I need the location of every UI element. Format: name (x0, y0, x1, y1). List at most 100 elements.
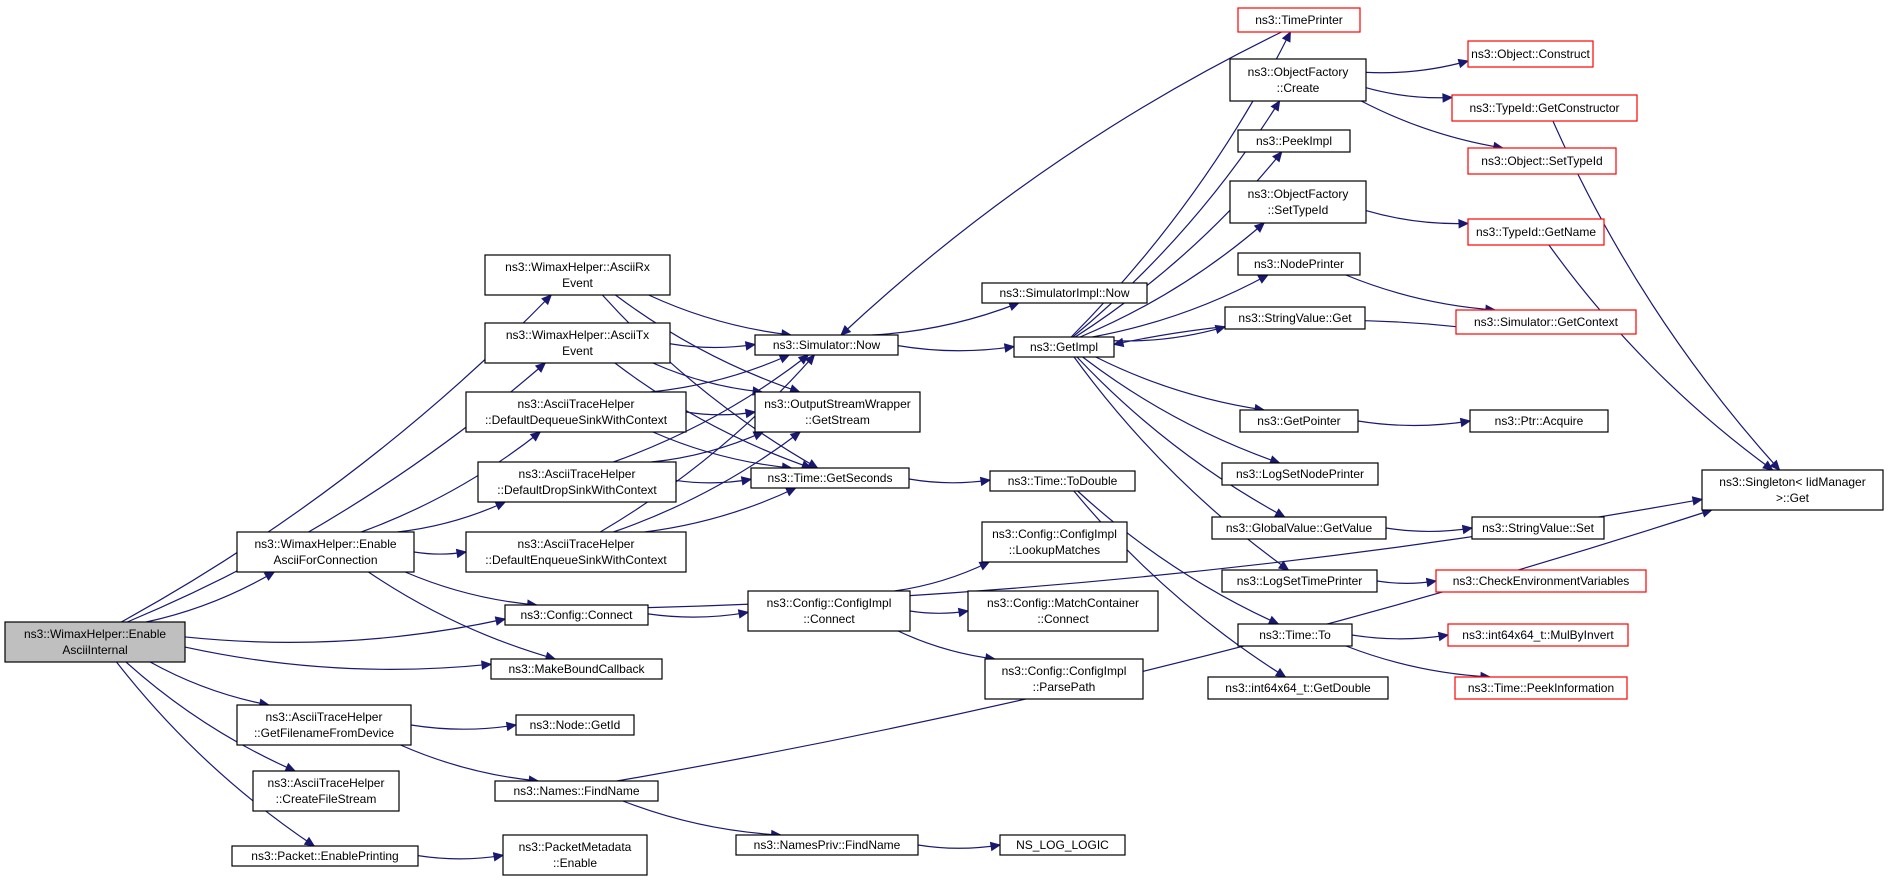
node-mcconnect[interactable]: ns3::Config::MatchContainer::Connect (967, 590, 1159, 632)
node-label: ns3::Node::GetId (530, 718, 621, 732)
arrowhead-icon (1270, 99, 1281, 112)
node-ofsettype[interactable]: ns3::ObjectFactory::SetTypeId (1229, 180, 1367, 224)
arrowhead-icon (1274, 667, 1287, 678)
node-metaenable[interactable]: ns3::PacketMetadata::Enable (502, 834, 648, 876)
node-getpointer[interactable]: ns3::GetPointer (1239, 409, 1359, 433)
node-findname[interactable]: ns3::Names::FindName (494, 780, 659, 802)
node-timeto[interactable]: ns3::Time::To (1237, 623, 1353, 647)
edge-line (1082, 356, 1280, 464)
node-objsettype[interactable]: ns3::Object::SetTypeId (1467, 147, 1617, 175)
node-label: ::Connect (1037, 612, 1089, 626)
node-connect[interactable]: ns3::Config::Connect (504, 604, 649, 626)
edge-line (599, 354, 815, 533)
call-edge-connect-to-implconnect (647, 609, 750, 619)
node-label: ns3::AsciiTraceHelper (266, 710, 383, 724)
arrowhead-icon (534, 362, 547, 373)
node-peekinfo[interactable]: ns3::Time::PeekInformation (1454, 676, 1628, 700)
node-box (1469, 409, 1609, 433)
arrowhead-icon (1461, 524, 1474, 535)
node-parsepath[interactable]: ns3::Config::ConfigImpl::ParsePath (984, 658, 1144, 700)
node-gvgetvalue[interactable]: ns3::GlobalValue::GetValue (1211, 516, 1387, 540)
node-checkenv[interactable]: ns3::CheckEnvironmentVariables (1435, 569, 1647, 593)
node-strget[interactable]: ns3::StringValue::Get (1224, 306, 1366, 330)
node-todouble[interactable]: ns3::Time::ToDouble (989, 470, 1136, 492)
node-label: ns3::WimaxHelper::AsciiTx (506, 328, 649, 342)
node-getimpl[interactable]: ns3::GetImpl (1013, 336, 1115, 358)
node-drop[interactable]: ns3::AsciiTraceHelper::DefaultDropSinkWi… (477, 461, 677, 503)
node-timeprinter[interactable]: ns3::TimePrinter (1237, 7, 1361, 33)
node-dequeue[interactable]: ns3::AsciiTraceHelper::DefaultDequeueSin… (465, 391, 687, 433)
call-edge-ofcreate-to-construct (1365, 58, 1470, 74)
node-enableconn[interactable]: ns3::WimaxHelper::EnableAsciiForConnecti… (236, 531, 415, 573)
node-label: ns3::MakeBoundCallback (508, 662, 645, 676)
node-implnow[interactable]: ns3::SimulatorImpl::Now (981, 282, 1148, 304)
arrowhead-icon (529, 431, 542, 442)
node-peekimpl[interactable]: ns3::PeekImpl (1237, 129, 1351, 153)
node-now[interactable]: ns3::Simulator::Now (754, 334, 899, 356)
arrowhead-icon (1691, 496, 1704, 506)
node-box (989, 470, 1136, 492)
node-box (754, 334, 899, 356)
node-ofcreate[interactable]: ns3::ObjectFactory::Create (1229, 58, 1367, 102)
node-box (981, 521, 1128, 563)
call-edge-ofcreate-to-getconstructor (1365, 87, 1454, 103)
call-edge-getseconds-to-todouble (908, 476, 992, 487)
node-box (484, 254, 671, 296)
node-getseconds[interactable]: ns3::Time::GetSeconds (750, 467, 910, 489)
node-label: ns3::SimulatorImpl::Now (999, 286, 1129, 300)
node-nslog[interactable]: NS_LOG_LOGIC (999, 834, 1126, 856)
node-box (1237, 129, 1351, 153)
node-logtimeprinter[interactable]: ns3::LogSetTimePrinter (1221, 569, 1378, 593)
node-box (1224, 306, 1366, 330)
node-privfind[interactable]: ns3::NamesPriv::FindName (735, 834, 919, 856)
node-enableprinting[interactable]: ns3::Packet::EnablePrinting (231, 845, 419, 867)
node-label: ns3::WimaxHelper::Enable (254, 537, 396, 551)
node-acquire[interactable]: ns3::Ptr::Acquire (1469, 409, 1609, 433)
node-getconstructor[interactable]: ns3::TypeId::GetConstructor (1451, 94, 1638, 122)
node-label: ns3::Simulator::GetContext (1474, 315, 1619, 329)
edge-line (1385, 527, 1473, 533)
node-implconnect[interactable]: ns3::Config::ConfigImpl::Connect (747, 590, 911, 632)
node-box (1454, 676, 1628, 700)
arrowhead-icon (1008, 302, 1020, 311)
node-getstream[interactable]: ns3::OutputStreamWrapper::GetStream (754, 391, 921, 433)
node-strset[interactable]: ns3::StringValue::Set (1471, 516, 1605, 540)
call-edge-root-to-getfilename (149, 661, 271, 708)
node-createfile[interactable]: ns3::AsciiTraceHelper::CreateFileStream (252, 770, 400, 812)
node-mulbyinvert[interactable]: ns3::int64x64_t::MulByInvert (1447, 623, 1629, 647)
edge-line (613, 354, 809, 463)
node-singleton[interactable]: ns3::Singleton< IidManager >::Get (1701, 469, 1884, 511)
node-getid[interactable]: ns3::Node::GetId (515, 714, 635, 736)
edge-line (1357, 420, 1471, 427)
node-getfilename[interactable]: ns3::AsciiTraceHelper::GetFilenameFromDe… (236, 704, 412, 746)
call-edge-drop-to-getstream (651, 431, 765, 463)
node-getcontext[interactable]: ns3::Simulator::GetContext (1455, 309, 1637, 335)
node-box (747, 590, 911, 632)
call-edge-timeprinter-to-now (840, 31, 1282, 336)
arrowhead-icon (957, 607, 970, 618)
node-box (502, 834, 648, 876)
node-label: ns3::Config::ConfigImpl (767, 596, 892, 610)
node-lookup[interactable]: ns3::Config::ConfigImpl::LookupMatches (981, 521, 1128, 563)
node-gettypename[interactable]: ns3::TypeId::GetName (1467, 218, 1605, 246)
node-box (1701, 469, 1884, 511)
node-nodeprinter[interactable]: ns3::NodePrinter (1237, 252, 1361, 276)
node-enqueue[interactable]: ns3::AsciiTraceHelper::DefaultEnqueueSin… (465, 531, 687, 573)
node-getdouble[interactable]: ns3::int64x64_t::GetDouble (1207, 676, 1389, 700)
node-construct[interactable]: ns3::Object::Construct (1467, 40, 1594, 68)
edge-line (1345, 274, 1495, 311)
edge-line (1351, 634, 1449, 640)
node-lognodeprinter[interactable]: ns3::LogSetNodePrinter (1221, 462, 1379, 486)
node-label: ns3::GlobalValue::GetValue (1226, 521, 1373, 535)
node-box (735, 834, 919, 856)
node-makebound[interactable]: ns3::MakeBoundCallback (490, 658, 663, 680)
node-box (1467, 40, 1594, 68)
arrowhead-icon (455, 548, 468, 559)
edge-line (1095, 356, 1265, 411)
node-label: ns3::GetPointer (1257, 414, 1340, 428)
node-box (465, 391, 687, 433)
edge-line (368, 571, 556, 660)
